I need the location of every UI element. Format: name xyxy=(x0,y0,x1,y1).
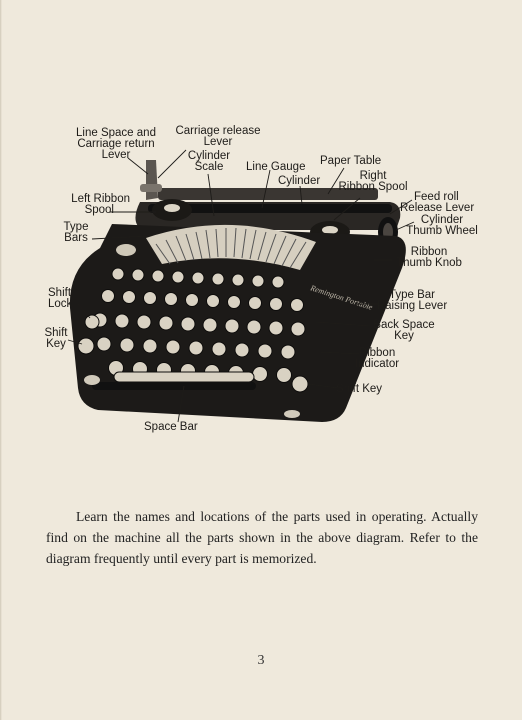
label-right-ribbon-spool: Right Ribbon Spool xyxy=(338,170,408,193)
label-paper-table: Paper Table xyxy=(320,155,382,167)
label-feed-roll-release-lever: Feed roll Release Lever xyxy=(400,191,475,214)
label-ribbon-thumb-knob: Ribbon Thumb Knob xyxy=(396,246,462,269)
typewriter-illustration: Remington Portable xyxy=(67,149,415,423)
label-shift-key-left: Shift Key xyxy=(44,327,68,350)
label-type-bar-raising-lever: Type Bar Raising Lever xyxy=(376,289,448,312)
label-line-gauge: Line Gauge xyxy=(246,161,306,173)
shift-lock-key-shape xyxy=(84,314,100,330)
shift-key-right-shape xyxy=(291,375,309,393)
label-left-ribbon-spool: Left Ribbon Spool xyxy=(71,193,130,216)
page-edge xyxy=(0,0,2,720)
label-shift-lock: Shift Lock xyxy=(48,287,73,310)
label-back-space-key: Back Space Key xyxy=(373,319,435,342)
label-cylinder-scale: Cylinder Scale xyxy=(187,150,231,173)
label-line-space-lever: Line Space and Carriage return Lever xyxy=(76,127,156,161)
label-type-bars: Type Bars xyxy=(63,221,89,244)
typewriter-diagram: Remington Portable Line Space and Ca xyxy=(0,118,522,448)
paper-table xyxy=(158,188,378,200)
type-bars-shape xyxy=(146,224,316,270)
label-shift-key-right: Shift Key xyxy=(336,383,383,395)
label-ribbon-indicator: Ribbon Indicator xyxy=(354,347,400,370)
keyboard xyxy=(77,267,309,393)
instruction-paragraph: Learn the names and locations of the par… xyxy=(46,508,478,566)
label-carriage-release-lever: Carriage release Lever xyxy=(175,125,261,148)
page-number: 3 xyxy=(257,653,265,668)
label-cylinder: Cylinder xyxy=(278,175,321,187)
cylinder-bar xyxy=(148,204,392,213)
line-space-lever-shape xyxy=(146,160,158,200)
shift-key-left-shape xyxy=(77,337,95,355)
label-cylinder-thumb-wheel: Cylinder Thumb Wheel xyxy=(406,214,478,237)
label-space-bar: Space Bar xyxy=(144,421,198,433)
space-bar-shape xyxy=(113,371,255,383)
